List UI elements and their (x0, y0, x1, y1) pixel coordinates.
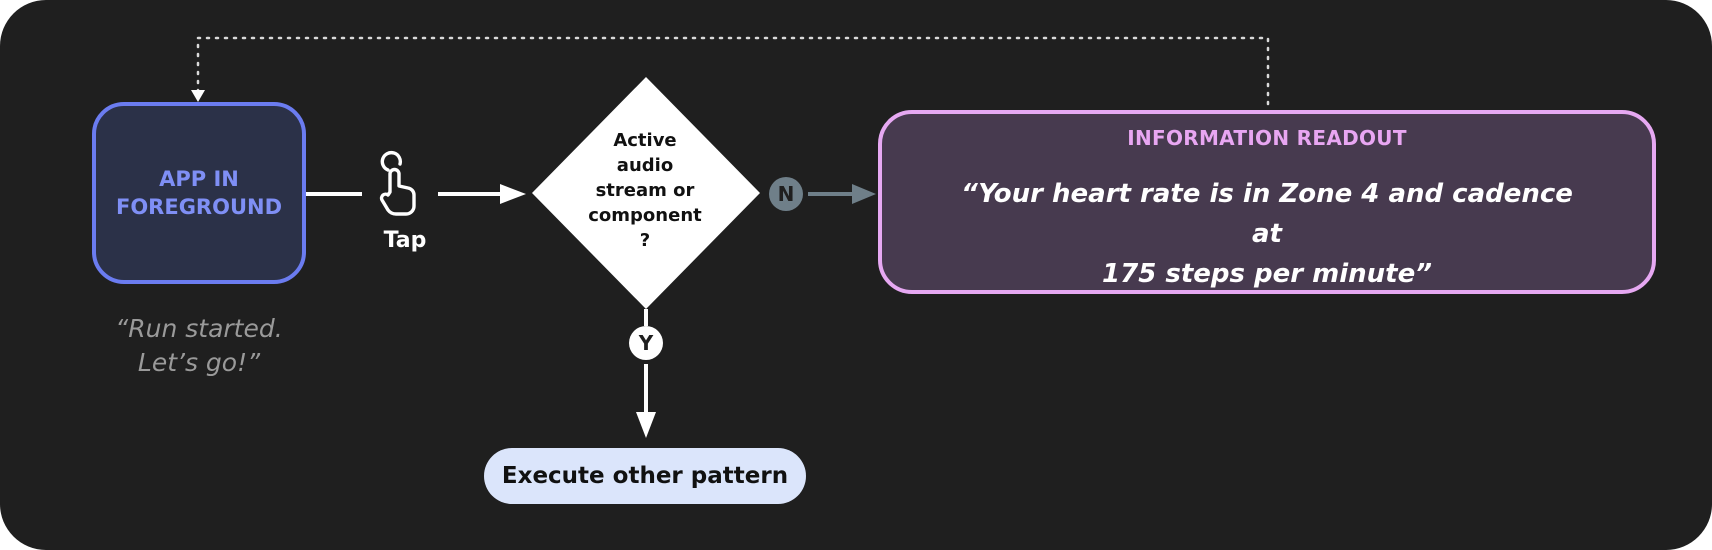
decision-line1: Active (613, 130, 677, 151)
loop-back-connector (196, 36, 1270, 106)
app-node-label-line1: APP IN (159, 167, 239, 191)
no-branch-arrowhead (852, 184, 876, 204)
run-started-caption: “Run started. Let’s go!” (92, 312, 306, 380)
app-node-label-line2: FOREGROUND (115, 195, 283, 219)
caption-line1: “Run started. (115, 314, 283, 343)
tap-to-decision-arrowhead (500, 184, 526, 204)
decision-line2: audio (616, 155, 674, 176)
decision-line3: stream or (595, 180, 695, 201)
yes-branch-arrowhead (636, 412, 656, 438)
execute-other-pattern-node: Execute other pattern (484, 448, 806, 504)
readout-quote-line2: 175 steps per minute” (1102, 259, 1432, 289)
tap-label: Tap (383, 228, 427, 253)
readout-quote-line1: “Your heart rate is in Zone 4 and cadenc… (961, 179, 1573, 249)
decision-line4: component (588, 205, 702, 226)
tap-gesture-icon (379, 150, 416, 216)
decision-line5: ? (639, 230, 651, 251)
no-badge (769, 177, 803, 211)
yes-badge (629, 326, 663, 360)
decision-question: Active audio stream or component ? (570, 128, 720, 253)
no-badge-label: N (778, 182, 795, 206)
caption-line2: Let’s go!” (137, 348, 261, 377)
readout-quote: “Your heart rate is in Zone 4 and cadenc… (957, 174, 1577, 294)
decision-diamond (532, 77, 760, 309)
readout-title: INFORMATION READOUT (1127, 126, 1407, 150)
loop-back-arrowhead (191, 90, 205, 102)
yes-badge-label: Y (638, 331, 654, 355)
information-readout-node: INFORMATION READOUT “Your heart rate is … (878, 110, 1656, 294)
app-in-foreground-node: APP IN FOREGROUND (92, 102, 306, 284)
